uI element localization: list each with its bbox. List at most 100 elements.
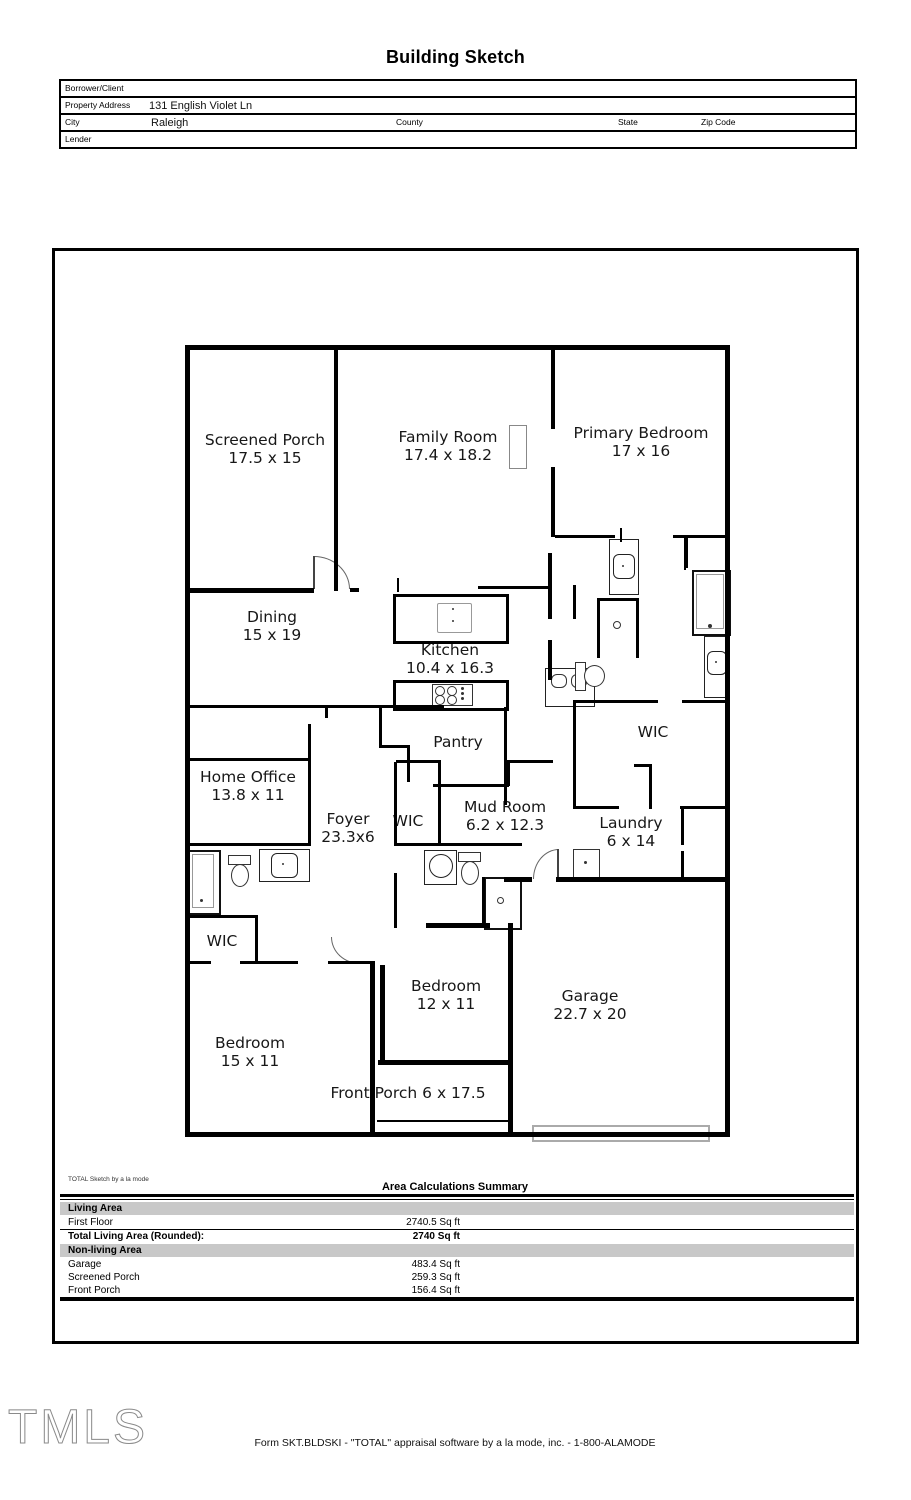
wall — [240, 961, 298, 964]
row-divider — [61, 130, 855, 132]
faucet-dot — [584, 861, 587, 864]
wall — [185, 1132, 515, 1137]
sink-icon — [707, 651, 727, 675]
first-floor-label: First Floor — [68, 1217, 113, 1228]
property-header-table: Borrower/Client Property Address 131 Eng… — [59, 79, 857, 149]
burner-icon — [435, 695, 445, 705]
burner-icon — [447, 695, 457, 705]
summary-title: Area Calculations Summary — [381, 1181, 529, 1193]
wall — [636, 600, 639, 658]
door-arc-icon — [314, 556, 350, 589]
door-arc-icon — [533, 849, 559, 879]
wall — [394, 762, 397, 846]
wall — [548, 553, 552, 619]
wall — [185, 915, 258, 918]
front-porch-area-label: Front Porch — [68, 1285, 121, 1296]
wall — [684, 537, 686, 570]
faucet-dot — [715, 661, 717, 663]
screened-porch-area-value: 259.3 Sq ft — [411, 1272, 460, 1283]
divider — [60, 1194, 854, 1197]
wall — [597, 600, 600, 658]
wall — [188, 758, 308, 761]
sketch-border — [52, 248, 859, 1344]
wall — [397, 578, 399, 592]
wall — [504, 877, 532, 882]
lender-label: Lender — [65, 134, 92, 144]
wall — [573, 806, 619, 809]
drain-icon — [613, 621, 621, 629]
wall — [328, 961, 375, 964]
wall — [407, 748, 410, 782]
faucet-dot — [452, 608, 454, 610]
wall — [379, 708, 382, 747]
wall — [379, 745, 410, 748]
wall — [504, 707, 507, 805]
faucet-dot — [622, 565, 624, 567]
sink-icon — [437, 603, 472, 633]
total-living-value: 2740 Sq ft — [412, 1231, 460, 1242]
knob-dot — [461, 692, 464, 695]
knob-dot — [461, 687, 464, 690]
living-area-header: Living Area — [68, 1203, 123, 1214]
wall — [438, 760, 441, 846]
living-area-band — [60, 1202, 854, 1215]
faucet-dot — [452, 620, 454, 622]
wall — [334, 345, 338, 591]
garage-area-value: 483.4 Sq ft — [411, 1259, 460, 1270]
total-living-label: Total Living Area (Rounded): — [68, 1231, 205, 1242]
wall — [255, 915, 258, 963]
sketch-credit: TOTAL Sketch by a la mode — [68, 1176, 149, 1183]
property-address-label: Property Address — [65, 100, 131, 110]
wall — [350, 588, 359, 592]
toilet-icon — [584, 665, 605, 687]
city-value: Raleigh — [151, 117, 189, 129]
wall — [681, 851, 684, 880]
state-label: State — [618, 117, 638, 127]
wall — [555, 535, 615, 538]
row-divider — [61, 96, 855, 98]
door-leaf-icon — [557, 849, 559, 878]
city-label: City — [65, 117, 80, 127]
screened-porch-area-label: Screened Porch — [68, 1272, 140, 1283]
wall — [620, 528, 622, 542]
wall — [507, 760, 510, 786]
wall — [548, 640, 552, 680]
sink-icon — [429, 854, 453, 878]
wall — [507, 760, 553, 763]
cabinet-handle — [551, 674, 567, 688]
toilet-icon — [231, 864, 249, 887]
wall — [682, 700, 728, 703]
wall — [185, 588, 314, 593]
wall — [394, 873, 397, 928]
nonliving-area-header: Non-living Area — [68, 1245, 142, 1256]
wall — [681, 806, 684, 845]
wall — [396, 843, 522, 846]
wall — [378, 1060, 513, 1065]
page-title: Building Sketch — [385, 47, 525, 67]
room-label-pantry: Pantry — [433, 733, 483, 751]
form-credit-line: Form SKT.BLDSKI - "TOTAL" appraisal soft… — [254, 1437, 656, 1449]
wall — [597, 598, 639, 601]
wall — [573, 585, 576, 619]
wall — [551, 467, 555, 537]
property-address-value: 131 English Violet Ln — [149, 100, 253, 112]
county-label: County — [396, 117, 423, 127]
wall — [686, 535, 688, 568]
divider — [60, 1297, 854, 1301]
wall — [634, 764, 652, 767]
wall — [573, 700, 576, 809]
divider — [60, 1199, 854, 1200]
wall — [370, 961, 375, 1137]
wall — [478, 586, 551, 589]
